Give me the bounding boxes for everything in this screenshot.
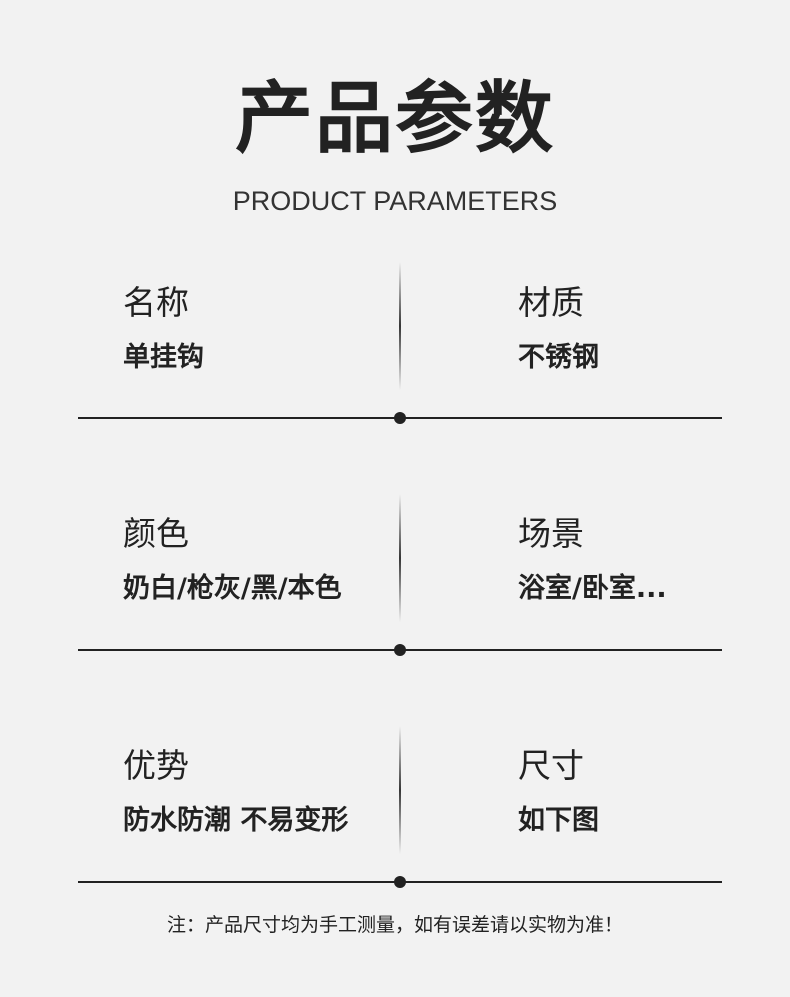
- divider-dot: [394, 412, 406, 424]
- param-row-1: 名称 单挂钩 材质 不锈钢: [0, 283, 790, 515]
- param-label: 名称: [123, 283, 189, 322]
- measurement-note: 注：产品尺寸均为手工测量，如有误差请以实物为准！: [166, 914, 623, 936]
- param-value: 防水防潮 不易变形: [123, 805, 349, 836]
- param-label: 尺寸: [518, 746, 584, 785]
- param-row-3: 优势 防水防潮 不易变形 尺寸 如下图: [0, 746, 790, 978]
- page-subtitle: PRODUCT PARAMETERS: [232, 186, 558, 216]
- param-label: 优势: [123, 746, 189, 785]
- param-value: 奶白/枪灰/黑/本色: [123, 573, 342, 604]
- page-title: 产品参数: [234, 74, 555, 164]
- vertical-divider: [399, 726, 401, 854]
- divider-dot: [394, 876, 406, 888]
- vertical-divider: [399, 262, 401, 390]
- param-label: 场景: [518, 514, 584, 553]
- param-row-2: 颜色 奶白/枪灰/黑/本色 场景 浴室/卧室...: [0, 514, 790, 746]
- param-value: 浴室/卧室...: [518, 573, 667, 604]
- param-value: 如下图: [518, 805, 599, 836]
- divider-dot: [394, 644, 406, 656]
- vertical-divider: [399, 494, 401, 622]
- param-value: 不锈钢: [518, 342, 599, 373]
- param-value: 单挂钩: [123, 342, 204, 373]
- param-label: 材质: [518, 283, 584, 322]
- param-label: 颜色: [123, 514, 189, 553]
